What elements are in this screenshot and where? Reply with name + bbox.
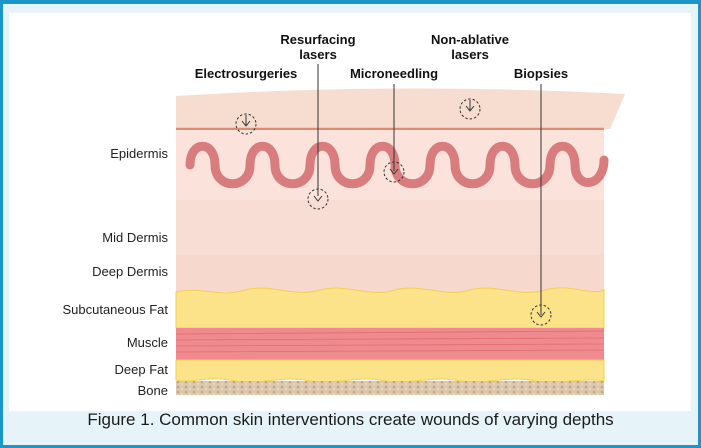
label-nonablative-line1: Non-ablative	[431, 32, 509, 47]
epidermis-layer	[176, 130, 604, 200]
layer-label-bone: Bone	[138, 383, 168, 398]
layer-label-epidermis: Epidermis	[110, 146, 168, 161]
label-resurfacing-line1: Resurfacing	[280, 32, 355, 47]
figure-caption: Figure 1. Common skin interventions crea…	[0, 410, 701, 430]
mid-dermis-layer	[176, 200, 604, 255]
layer-label-deep-dermis: Deep Dermis	[92, 264, 168, 279]
label-electrosurgeries: Electrosurgeries	[195, 66, 298, 81]
deep-fat-layer	[176, 360, 604, 382]
label-resurfacing-line2: lasers	[299, 47, 337, 62]
label-biopsies: Biopsies	[514, 66, 568, 81]
subcutaneous-fat-layer	[176, 288, 604, 328]
label-microneedling: Microneedling	[350, 66, 438, 81]
layer-label-subcutaneous-fat: Subcutaneous Fat	[62, 302, 168, 317]
label-nonablative-line2: lasers	[451, 47, 489, 62]
layer-label-muscle: Muscle	[127, 335, 168, 350]
layer-label-mid-dermis: Mid Dermis	[102, 230, 168, 245]
layer-label-deep-fat: Deep Fat	[115, 362, 169, 377]
bone-layer	[176, 381, 604, 395]
deep-dermis-layer	[176, 255, 604, 292]
